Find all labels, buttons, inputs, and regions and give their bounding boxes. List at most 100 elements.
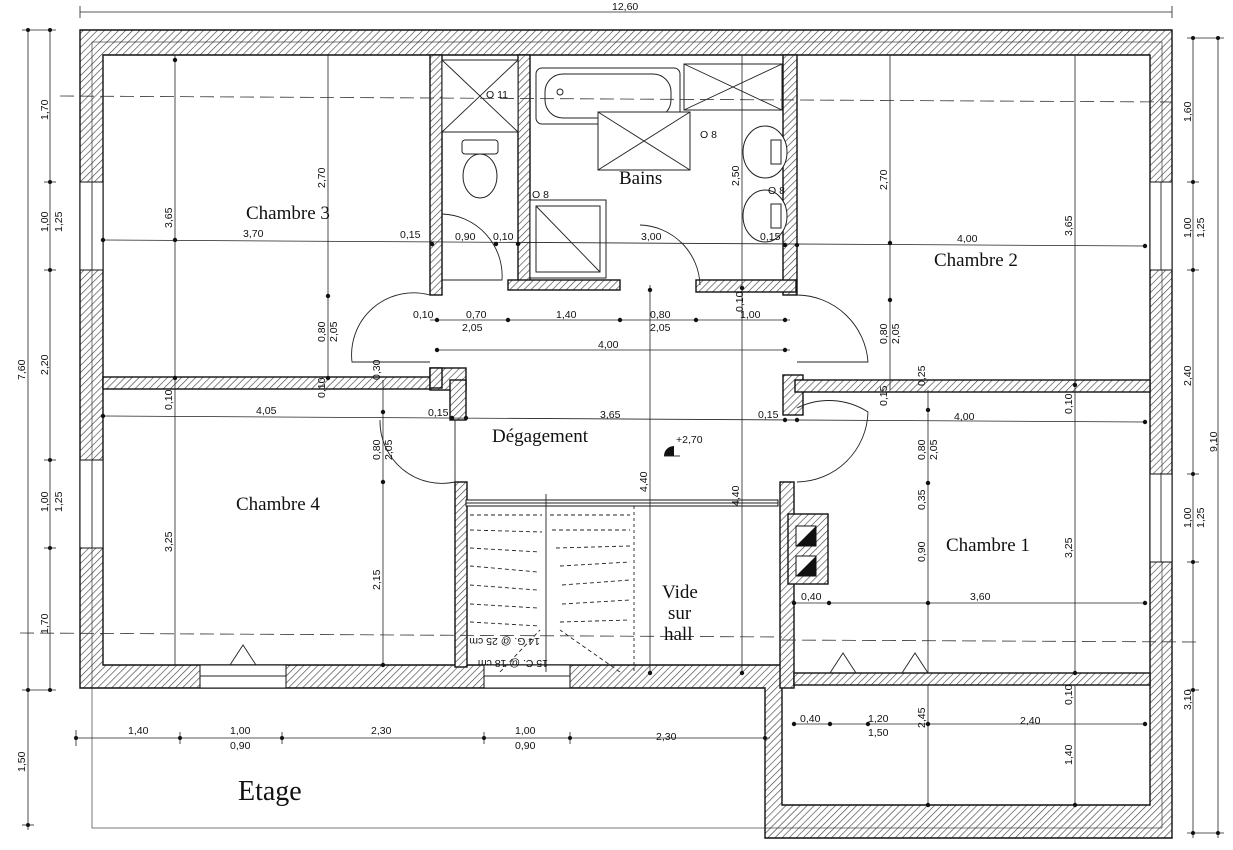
- room-degagement: Dégagement: [492, 426, 589, 447]
- dim-ch4-height: 3,25: [163, 531, 175, 552]
- room-vide-line1: Vide: [662, 582, 698, 603]
- dim-v245: 2,45: [916, 707, 928, 728]
- room-labels: Chambre 3 Chambre 2 Chambre 4 Chambre 1 …: [236, 168, 1030, 645]
- dashed-lines: [19, 95, 1201, 643]
- dim-overall-width: 12,60: [612, 1, 638, 13]
- level-label: +2,70: [676, 434, 703, 446]
- room-vide-line3: hall: [664, 624, 693, 645]
- dim-ch3-height: 3,65: [163, 207, 175, 228]
- dim-bottom-e: 2,30: [656, 731, 677, 743]
- dim-bottom-d: 1,00: [515, 725, 536, 737]
- dim-left-total: 7,60: [16, 359, 28, 380]
- dim-240: 2,40: [1020, 715, 1041, 727]
- dim-right-d2: 1,25: [1195, 507, 1207, 528]
- dim-ch4-height2: 2,15: [371, 569, 383, 590]
- dim-v205b: 2,05: [383, 439, 395, 460]
- dim-v010a: 0,10: [316, 377, 328, 398]
- staircase: 15 C. @ 18 cm 14 G. @ 25 cm: [465, 494, 779, 673]
- plan-title: Etage: [238, 776, 302, 807]
- dim-right-b: 1,00: [1182, 217, 1194, 238]
- dim-bottom-b2: 0,90: [230, 740, 251, 752]
- dim-v080a: 0,80: [316, 321, 328, 342]
- dim-right-a: 1,60: [1182, 101, 1194, 122]
- dim-ch2-width: 4,00: [957, 233, 978, 245]
- dim-070: 0,70: [466, 309, 487, 321]
- dim-v035: 0,35: [916, 489, 928, 510]
- room-chambre-2: Chambre 2: [934, 250, 1018, 271]
- dim-ch4-width: 4,05: [256, 405, 277, 417]
- dim-150: 1,50: [868, 727, 889, 739]
- dim-bottom-b: 1,00: [230, 725, 251, 737]
- dim-400a: 4,00: [598, 339, 619, 351]
- dim-040a: 0,40: [801, 591, 822, 603]
- dim-v140: 1,40: [1063, 744, 1075, 765]
- label-o8a: O 8: [700, 129, 717, 141]
- dim-040b: 0,40: [800, 713, 821, 725]
- label-o8c: O 8: [532, 189, 549, 201]
- dim-015b: 0,15: [760, 231, 781, 243]
- dim-015c: 0,15: [428, 407, 449, 419]
- dim-v205d: 2,05: [928, 439, 940, 460]
- dim-205a: 2,05: [462, 322, 483, 334]
- level-marker: +2,70: [664, 434, 703, 457]
- dim-v205a: 2,05: [328, 321, 340, 342]
- dim-bottom-a: 1,40: [128, 725, 149, 737]
- dim-v025: 0,25: [916, 365, 928, 386]
- dim-205b: 2,05: [650, 322, 671, 334]
- dim-right-b2: 1,25: [1195, 217, 1207, 238]
- dim-v080b: 0,80: [371, 439, 383, 460]
- bathroom-fixtures: [441, 59, 788, 279]
- room-vide-line2: sur: [668, 603, 692, 624]
- dim-v010c: 0,10: [1063, 393, 1075, 414]
- dim-left-e: 1,70: [39, 613, 51, 634]
- dim-left-f: 1,50: [16, 751, 28, 772]
- dim-360: 3,60: [970, 591, 991, 603]
- dim-v015: 0,15: [878, 385, 890, 406]
- label-o11: O 11: [486, 89, 508, 101]
- dim-v205c: 2,05: [890, 323, 902, 344]
- dim-left-b2: 1,25: [53, 211, 65, 232]
- dim-degagement-width: 3,65: [600, 409, 621, 421]
- dim-v440b: 4,40: [730, 485, 742, 506]
- exterior-dimension-texts: 12,60 7,60 1,70 1,00 1,25 2,20 1,00 1,25…: [16, 1, 1220, 772]
- dim-bottom-c: 2,30: [371, 725, 392, 737]
- dim-bains-width: 3,00: [641, 231, 662, 243]
- dim-090: 0,90: [455, 231, 476, 243]
- dim-bains-height: 2,50: [730, 165, 742, 186]
- dim-v010d: 0,10: [1063, 684, 1075, 705]
- interior-dimension-texts: 3,70 3,65 2,70 0,15 0,90 0,10 3,00 0,15 …: [163, 89, 1075, 765]
- dim-100: 1,00: [740, 309, 761, 321]
- dim-015d: 0,15: [758, 409, 779, 421]
- dim-left-b: 1,00: [39, 211, 51, 232]
- dim-right-c: 2,40: [1182, 365, 1194, 386]
- room-bains: Bains: [619, 168, 662, 189]
- dim-ch3-width: 3,70: [243, 228, 264, 240]
- dim-left-d2: 1,25: [53, 491, 65, 512]
- dim-ch2-height: 3,65: [1063, 215, 1075, 236]
- dim-080a: 0,80: [650, 309, 671, 321]
- room-chambre-1: Chambre 1: [946, 535, 1030, 556]
- dim-ch1-height: 3,25: [1063, 537, 1075, 558]
- dim-left-c: 2,20: [39, 354, 51, 375]
- dim-010b: 0,10: [413, 309, 434, 321]
- stair-note-2: 14 G. @ 25 cm: [469, 635, 540, 647]
- dim-right-total: 9,10: [1208, 431, 1220, 452]
- stair-note-1: 15 C. @ 18 cm: [478, 657, 548, 669]
- dim-v440a: 4,40: [638, 471, 650, 492]
- dim-ch1-width: 4,00: [954, 411, 975, 423]
- dim-v030: 0,30: [371, 359, 383, 380]
- label-o8b: O 8: [768, 185, 785, 197]
- dim-v090: 0,90: [916, 541, 928, 562]
- dim-left-d: 1,00: [39, 491, 51, 512]
- dim-140: 1,40: [556, 309, 577, 321]
- outer-walls: [79, 29, 1173, 839]
- room-chambre-3: Chambre 3: [246, 203, 330, 224]
- dim-015a: 0,15: [400, 229, 421, 241]
- interior-dimension-lines: [102, 55, 1146, 805]
- windows: [79, 181, 1173, 689]
- interior-walls: [102, 54, 1151, 689]
- dim-right-d: 1,00: [1182, 507, 1194, 528]
- dim-left-a: 1,70: [39, 99, 51, 120]
- dim-right-e: 3,10: [1182, 689, 1194, 710]
